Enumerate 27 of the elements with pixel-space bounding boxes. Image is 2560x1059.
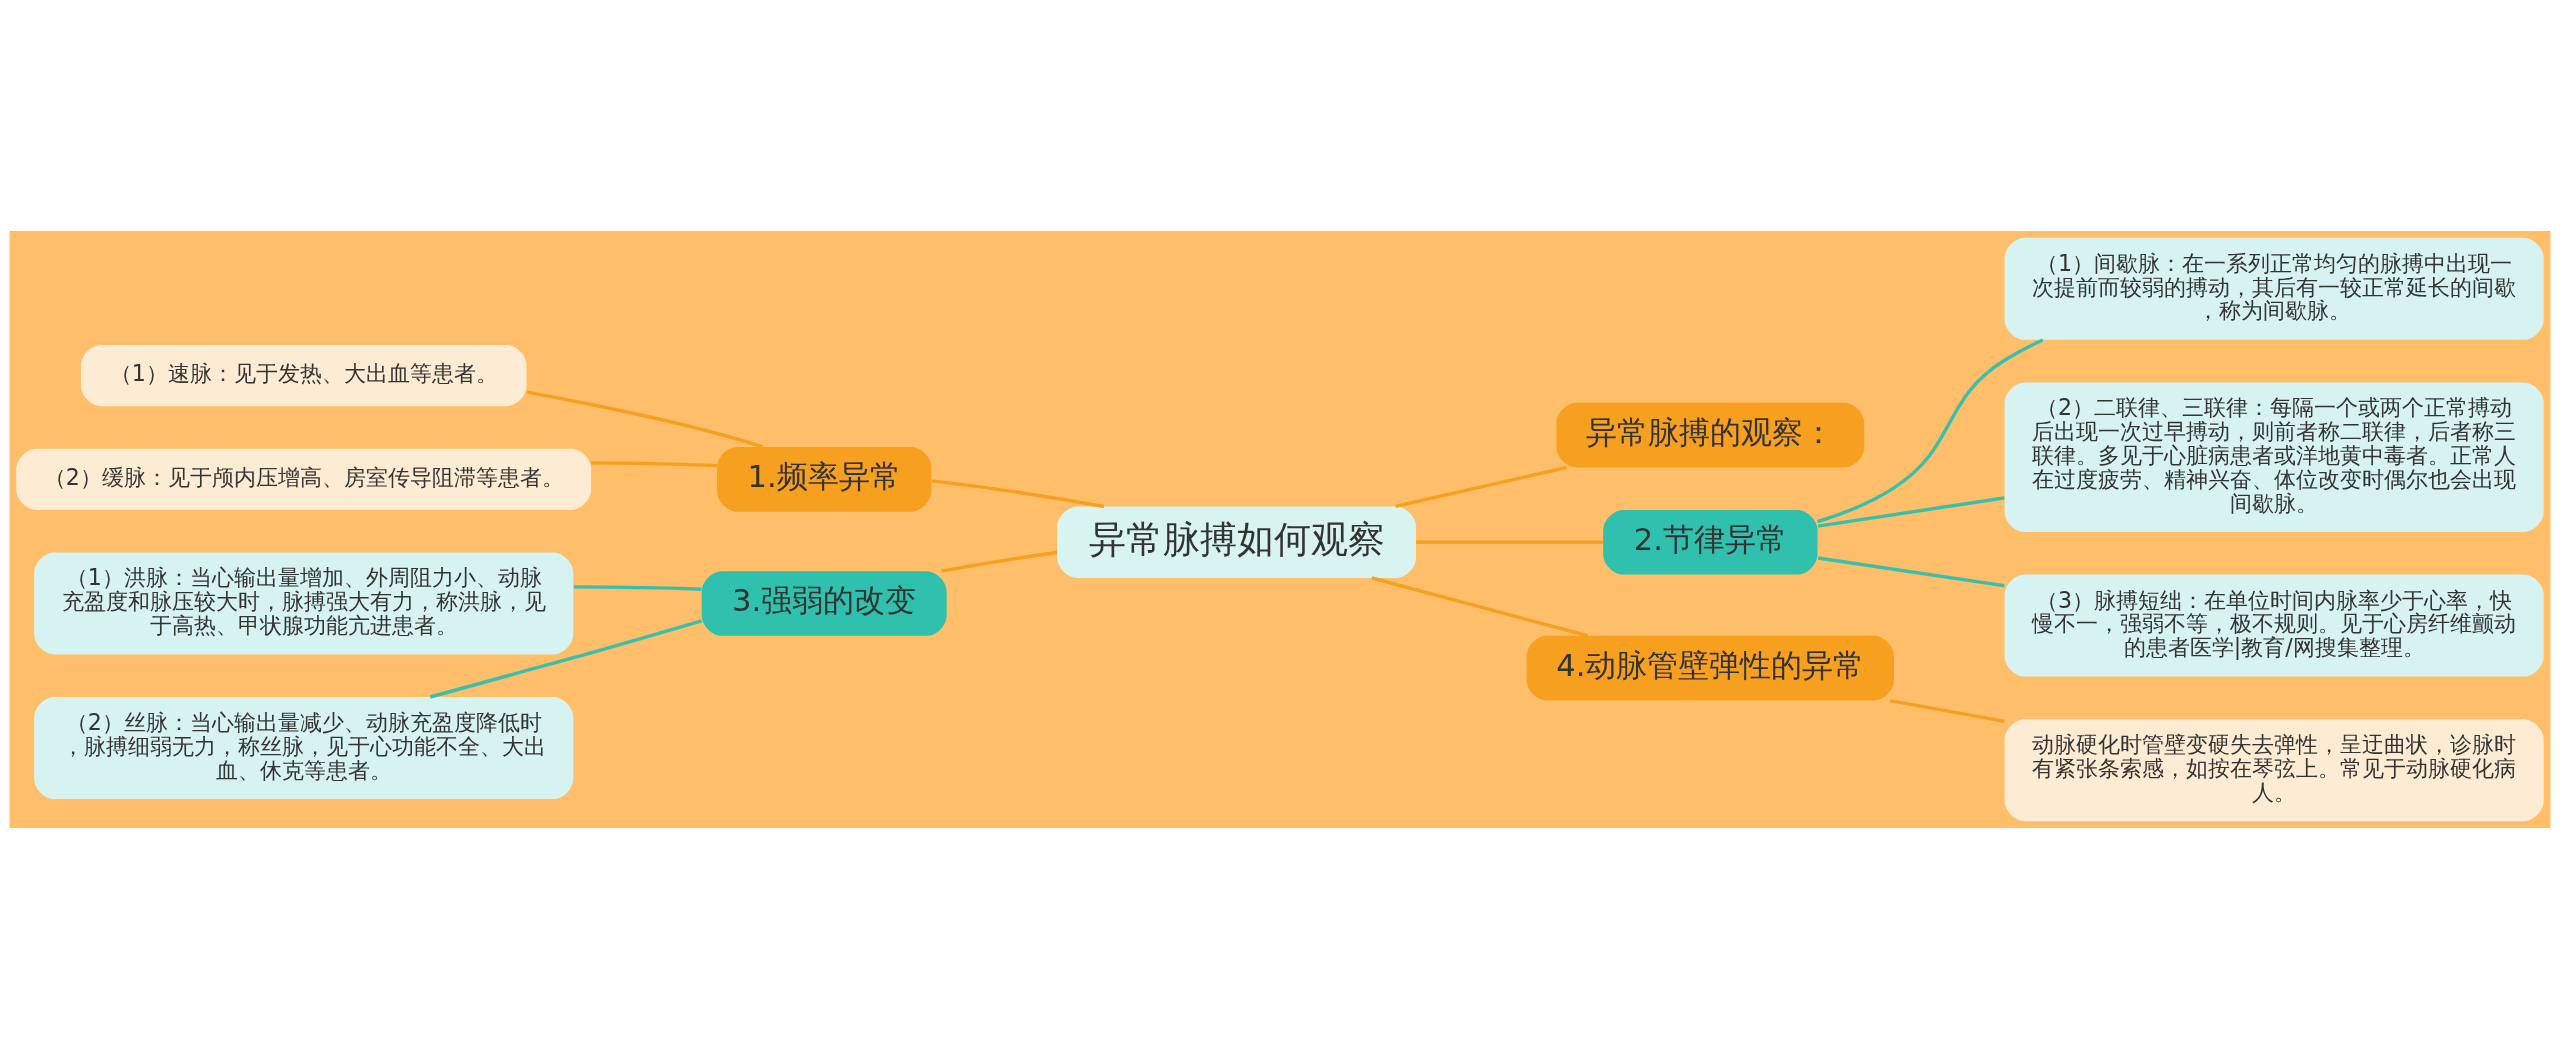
node-box: （2）二联律、三联律：每隔一个或两个正常搏动后出现一次过早搏动，则前者称二联律，后者称三联律。多见于心脏病患者或洋地黄中毒者。正常人在过度疲劳、精神兴奋、体位改变时偶尔也会出现间歇脉。 [2004, 382, 2544, 533]
node-box: （1）速脉：见于发热、大出血等患者。 [80, 344, 527, 407]
connector [526, 390, 764, 449]
connector [1817, 556, 2005, 588]
connector [941, 550, 1058, 573]
node-box: 异常脉搏如何观察 [1057, 506, 1417, 578]
node-box: （2）缓脉：见于颅内压增高、房室传导阻滞等患者。 [16, 448, 592, 510]
connector [573, 585, 702, 591]
node-box: 异常脉搏的观察： [1556, 402, 1865, 468]
connector [429, 619, 703, 699]
node-box: 4.动脉管壁弹性的异常 [1526, 635, 1894, 701]
node-box: 动脉硬化时管壁变硬失去弹性，呈迂曲状，诊脉时有紧张条索感，如按在琴弦上。常见于动脉硬化病人。 [2004, 719, 2544, 822]
node-box: （3）脉搏短绌：在单位时间内脉率少于心率，快慢不一，强弱不等，极不规则。见于心房纤维颤动的患者医学|教育/网搜集整理。 [2004, 574, 2544, 677]
node-box: （2）丝脉：当心输出量减少、动脉充盈度降低时，脉搏细弱无力，称丝脉，见于心功能不全、大出血、休克等患者。 [34, 697, 574, 800]
node-box: （1）洪脉：当心输出量增加、外周阻力小、动脉充盈度和脉压较大时，脉搏强大有力，称洪脉，见于高热、甲状腺功能亢进患者。 [34, 552, 574, 655]
node-box: （1）间歇脉：在一系列正常均匀的脉搏中出现一次提前而较弱的搏动，其后有一较正常延长的间歇，称为间歇脉。 [2004, 237, 2544, 340]
connector [1889, 698, 2005, 723]
connector [591, 461, 717, 468]
connector [931, 479, 1105, 509]
node-box: 1.频率异常 [717, 447, 932, 512]
node-box: 3.强弱的改变 [701, 571, 947, 636]
connector [1817, 338, 2044, 524]
connector [1416, 540, 1603, 544]
connector [1817, 496, 2005, 528]
connector [1371, 576, 1589, 638]
node-box: 2.节律异常 [1603, 509, 1818, 575]
connector [1395, 465, 1567, 509]
